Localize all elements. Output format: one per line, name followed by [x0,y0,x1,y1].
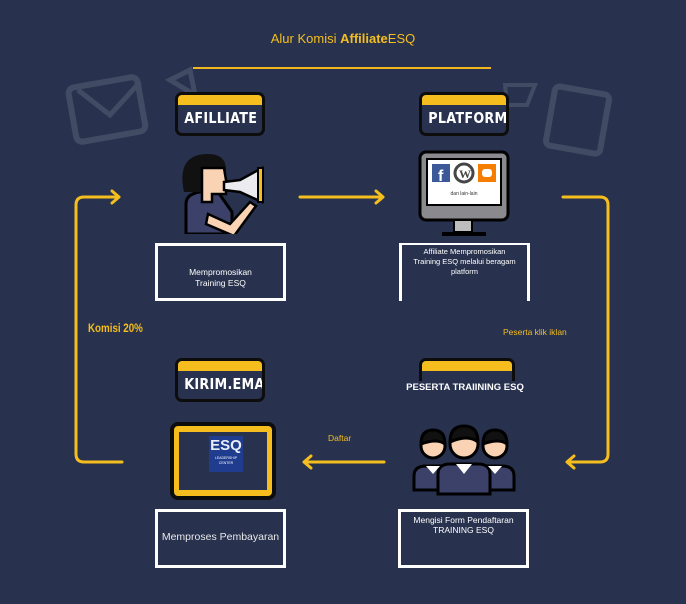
svg-text:W: W [459,167,471,181]
page-title: Alur Komisi AffiliateESQ [270,31,416,46]
esq-tablet: ESQ LEADERSHIP CENTER [170,422,276,500]
badge-peserta [419,358,515,381]
peserta-heading: PESERTA TRAIINING ESQ [406,382,524,393]
monitor-caption: dan lain-lain [450,191,478,197]
commission-label: Komisi 20% [88,323,143,335]
esq-logo: ESQ LEADERSHIP CENTER [209,436,243,472]
badge-platform: PLATFORM [419,92,509,136]
arrow-commission-loop [74,189,124,464]
register-label: Daftar [328,433,352,443]
monitor-icon: f W [418,150,510,236]
badge-affiliate: AFILLIATE [175,92,265,136]
box-payment: Memproses Pembayaran [155,509,286,568]
wordpress-icon [453,162,475,184]
badge-kirim-email: KIRIM.EMAIL [175,358,265,402]
arrow-affiliate-to-platform [298,189,385,205]
facebook-icon [432,164,450,182]
participants-icon [412,424,516,496]
arrow-platform-to-peserta [561,195,610,470]
click-label: Peserta klik iklan [503,327,567,337]
arrow-peserta-to-kirim [302,454,386,470]
svg-text:f: f [438,168,444,185]
person-megaphone-icon [182,154,264,234]
title-underline [193,67,491,69]
